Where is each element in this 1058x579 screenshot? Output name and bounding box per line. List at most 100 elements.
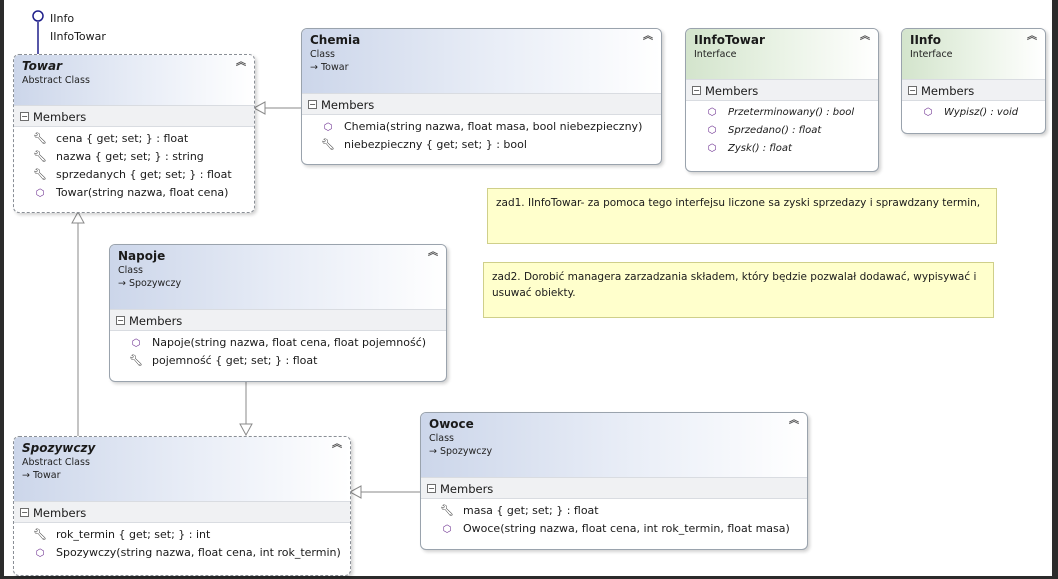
- interface-box-iinfo[interactable]: IInfo Interface ︽ −Members ⬡Wypisz() : v…: [901, 28, 1046, 134]
- window-frame-right: [1052, 0, 1058, 579]
- class-base: → Spozywczy: [429, 445, 799, 458]
- method-cube-icon: ⬡: [442, 524, 452, 535]
- method-cube-icon: ⬡: [923, 107, 933, 118]
- class-header[interactable]: Owoce Class → Spozywczy ︽: [421, 413, 807, 477]
- note-text: zad2. Dorobić managera zarzadzania skład…: [492, 271, 977, 299]
- interface-header[interactable]: IInfo Interface ︽: [902, 29, 1045, 79]
- comment-note-zad2[interactable]: zad2. Dorobić managera zarzadzania skład…: [483, 262, 994, 318]
- inherit-arrow-spozywczy: [71, 210, 85, 224]
- member-item[interactable]: ⬡Zysk() : float: [686, 140, 878, 158]
- member-text: Towar(string nazwa, float cena): [56, 186, 229, 199]
- member-item[interactable]: 🔧︎cena { get; set; } : float: [14, 130, 254, 148]
- section-label: Members: [921, 84, 975, 98]
- method-cube-icon: ⬡: [323, 122, 333, 133]
- section-label: Members: [33, 506, 87, 520]
- class-header[interactable]: Towar Abstract Class ︽: [14, 55, 254, 105]
- member-item[interactable]: ⬡Napoje(string nazwa, float cena, float …: [110, 334, 446, 352]
- members-section[interactable]: −Members: [14, 105, 254, 127]
- lollipop-label-iinfotowar: IInfoTowar: [50, 30, 106, 43]
- collapse-toggle-icon[interactable]: −: [692, 86, 701, 95]
- class-base: → Towar: [310, 61, 653, 74]
- class-header[interactable]: Napoje Class → Spozywczy ︽: [110, 245, 446, 309]
- section-label: Members: [440, 482, 494, 496]
- collapse-chevron-icon[interactable]: ︽: [236, 57, 246, 68]
- member-text: rok_termin { get; set; } : int: [56, 528, 211, 541]
- window-frame-left: [0, 0, 4, 579]
- interface-header[interactable]: IInfoTowar Interface ︽: [686, 29, 878, 79]
- class-box-owoce[interactable]: Owoce Class → Spozywczy ︽ −Members 🔧︎mas…: [420, 412, 808, 550]
- class-header[interactable]: Chemia Class → Towar ︽: [302, 29, 661, 93]
- class-box-chemia[interactable]: Chemia Class → Towar ︽ −Members ⬡ Chemia(…: [301, 28, 662, 165]
- collapse-toggle-icon[interactable]: −: [116, 316, 125, 325]
- collapse-toggle-icon[interactable]: −: [308, 100, 317, 109]
- member-item[interactable]: ⬡ Chemia(string nazwa, float masa, bool n…: [302, 118, 661, 136]
- inherits-arrow-icon: →: [118, 278, 129, 289]
- wrench-icon: 🔧︎: [321, 138, 335, 151]
- class-kind: Class: [310, 49, 335, 60]
- inherit-arrow-owoce: [348, 485, 362, 499]
- members-section[interactable]: −Members: [110, 309, 446, 331]
- member-text: Sprzedano() : float: [728, 125, 822, 136]
- collapse-chevron-icon[interactable]: ︽: [860, 31, 870, 42]
- member-text: pojemność { get; set; } : float: [152, 354, 318, 367]
- base-class-name: Towar: [32, 470, 61, 481]
- members-section[interactable]: −Members: [302, 93, 661, 115]
- collapse-chevron-icon[interactable]: ︽: [332, 439, 342, 450]
- member-item[interactable]: 🔧︎ pojemność { get; set; } : float: [110, 352, 446, 370]
- member-item[interactable]: ⬡Przeterminowany() : bool: [686, 104, 878, 122]
- member-text: niebezpieczny { get; set; } : bool: [344, 138, 527, 151]
- method-cube-icon: ⬡: [707, 107, 717, 118]
- interface-name: IInfo: [910, 33, 941, 47]
- member-item[interactable]: ⬡ Owoce(string nazwa, float cena, int rok…: [421, 520, 807, 538]
- collapse-chevron-icon[interactable]: ︽: [1027, 31, 1037, 42]
- member-item[interactable]: 🔧︎nazwa { get; set; } : string: [14, 148, 254, 166]
- members-section[interactable]: −Members: [14, 501, 350, 523]
- member-item[interactable]: ⬡Wypisz() : void: [902, 104, 1045, 122]
- member-text: Owoce(string nazwa, float cena, int rok_…: [463, 522, 790, 535]
- inherits-arrow-icon: →: [22, 470, 33, 481]
- collapse-toggle-icon[interactable]: −: [908, 86, 917, 95]
- base-class-name: Spozywczy: [439, 446, 493, 457]
- inherit-arrow-napoje: [239, 423, 253, 437]
- collapse-toggle-icon[interactable]: −: [20, 112, 29, 121]
- member-item[interactable]: ⬡Sprzedano() : float: [686, 122, 878, 140]
- wrench-lock-icon: 🔧︎: [129, 354, 143, 367]
- comment-note-zad1[interactable]: zad1. IInfoTowar- za pomoca tego interfe…: [487, 188, 997, 244]
- wrench-icon: 🔧︎: [33, 132, 47, 145]
- member-item[interactable]: 🔧︎ rok_termin { get; set; } : int: [14, 526, 350, 544]
- members-section[interactable]: −Members: [421, 477, 807, 499]
- wrench-icon: 🔧︎: [33, 528, 47, 541]
- class-name: Napoje: [118, 249, 166, 263]
- interface-kind: Interface: [910, 49, 953, 60]
- collapse-chevron-icon[interactable]: ︽: [643, 31, 653, 42]
- member-item[interactable]: 🔧︎ niebezpieczny { get; set; } : bool: [302, 136, 661, 154]
- collapse-toggle-icon[interactable]: −: [20, 508, 29, 517]
- lollipop-label-iinfo: IInfo: [50, 12, 75, 25]
- window-frame-bottom: [0, 576, 1058, 579]
- section-label: Members: [33, 110, 87, 124]
- member-item[interactable]: 🔧︎masa { get; set; } : float: [421, 502, 807, 520]
- member-item[interactable]: ⬡Spozywczy(string nazwa, float cena, int…: [14, 544, 350, 562]
- member-text: sprzedanych { get; set; } : float: [56, 168, 232, 181]
- collapse-toggle-icon[interactable]: −: [427, 484, 436, 493]
- inherits-arrow-icon: →: [429, 446, 440, 457]
- class-kind: Abstract Class: [22, 75, 90, 86]
- class-box-spozywczy[interactable]: Spozywczy Abstract Class → Towar ︽ −Memb…: [13, 436, 351, 576]
- class-name: Owoce: [429, 417, 474, 431]
- member-item[interactable]: 🔧︎sprzedanych { get; set; } : float: [14, 166, 254, 184]
- member-text: Chemia(string nazwa, float masa, bool ni…: [344, 120, 643, 133]
- members-section[interactable]: −Members: [686, 79, 878, 101]
- collapse-chevron-icon[interactable]: ︽: [789, 415, 799, 426]
- class-name: Spozywczy: [22, 441, 96, 455]
- collapse-chevron-icon[interactable]: ︽: [428, 247, 438, 258]
- interface-box-iinfotowar[interactable]: IInfoTowar Interface ︽ −Members ⬡Przeter…: [685, 28, 879, 172]
- wrench-icon: 🔧︎: [440, 504, 454, 517]
- class-name: Towar: [22, 59, 62, 73]
- class-header[interactable]: Spozywczy Abstract Class → Towar ︽: [14, 437, 350, 501]
- method-cube-icon: ⬡: [707, 143, 717, 154]
- class-box-towar[interactable]: Towar Abstract Class ︽ −Members 🔧︎cena {…: [13, 54, 255, 213]
- member-item[interactable]: ⬡Towar(string nazwa, float cena): [14, 184, 254, 202]
- members-section[interactable]: −Members: [902, 79, 1045, 101]
- class-box-napoje[interactable]: Napoje Class → Spozywczy ︽ −Members ⬡Nap…: [109, 244, 447, 382]
